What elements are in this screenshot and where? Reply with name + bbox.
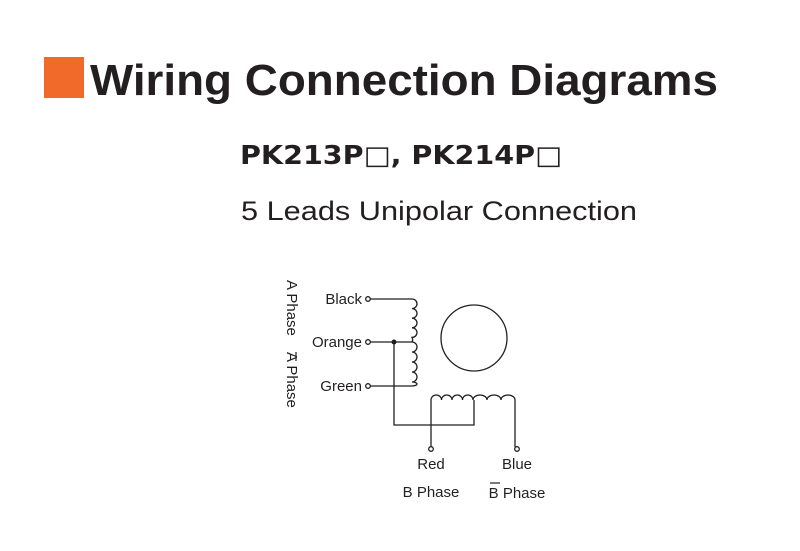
label-a-bar-phase: A Phase xyxy=(283,352,300,408)
label-b-phase: B Phase xyxy=(403,484,460,501)
terminal-green xyxy=(365,383,371,389)
schematic: A Phase A Phase Black Orange Green Red B… xyxy=(283,280,545,502)
terminal-red xyxy=(428,446,434,452)
connection-type: 5 Leads Unipolar Connection xyxy=(241,196,637,226)
a-phase-coil xyxy=(410,298,418,387)
lead-red: Red xyxy=(417,456,445,473)
lead-green: Green xyxy=(320,378,362,395)
motor-rotor xyxy=(440,304,508,372)
accent-square xyxy=(44,57,84,98)
label-b-bar-phase: B Phase xyxy=(489,485,546,502)
terminal-blue xyxy=(514,446,520,452)
page-title: Wiring Connection Diagrams xyxy=(90,56,718,105)
lead-orange: Orange xyxy=(312,334,362,351)
lead-blue: Blue xyxy=(502,456,532,473)
model-numbers: PK213P□, PK214P□ xyxy=(240,141,562,171)
terminal-orange xyxy=(365,339,371,345)
a-phase-wires xyxy=(370,298,412,387)
label-a-phase: A Phase xyxy=(283,280,300,336)
lead-black: Black xyxy=(325,291,362,308)
b-phase-coil xyxy=(430,394,516,447)
common-wire xyxy=(393,342,475,426)
terminal-black xyxy=(365,296,371,302)
